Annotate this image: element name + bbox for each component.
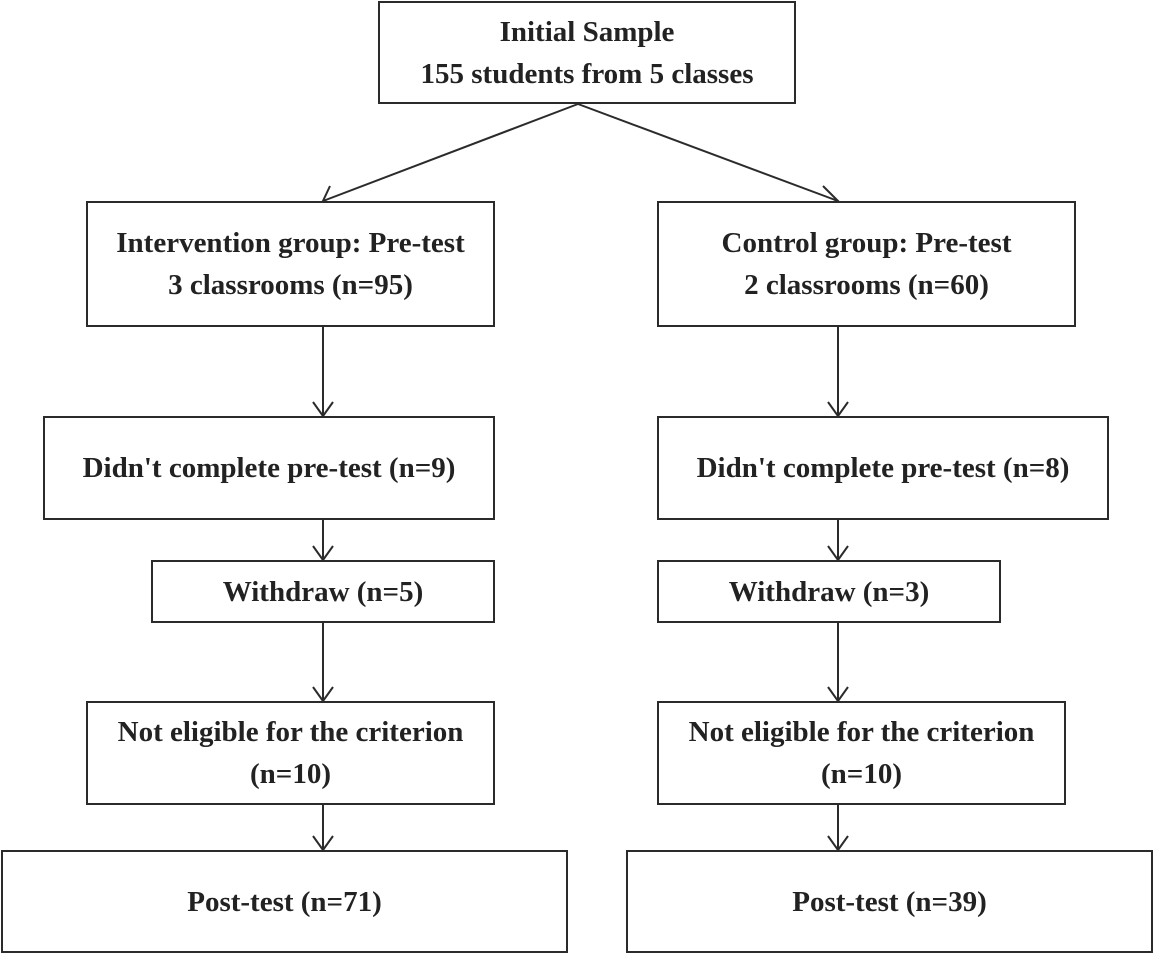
intervention-posttest-label: Post-test (n=71)	[187, 885, 382, 918]
control-withdraw-box: Withdraw (n=3)	[657, 560, 1001, 623]
intervention-incomplete-box: Didn't complete pre-test (n=9)	[43, 416, 495, 520]
intervention-incomplete-label: Didn't complete pre-test (n=9)	[82, 452, 456, 484]
intervention-not-eligible-title: Not eligible for the criterion	[117, 716, 464, 748]
control-incomplete-box: Didn't complete pre-test (n=8)	[657, 416, 1109, 520]
control-pretest-box: Control group: Pre-test 2 classrooms (n=…	[657, 201, 1076, 327]
intervention-pretest-title: Intervention group: Pre-test	[116, 227, 465, 259]
intervention-pretest-count: 3 classrooms (n=95)	[168, 269, 413, 301]
control-not-eligible-count: (n=10)	[821, 758, 902, 790]
intervention-withdraw-label: Withdraw (n=5)	[222, 575, 424, 608]
control-not-eligible-box: Not eligible for the criterion (n=10)	[657, 701, 1066, 805]
branch-arrow-left	[322, 103, 579, 202]
initial-sample-title: Initial Sample	[499, 15, 675, 48]
control-posttest-box: Post-test (n=39)	[626, 850, 1153, 953]
control-posttest-label: Post-test (n=39)	[792, 885, 987, 918]
intervention-pretest-box: Intervention group: Pre-test 3 classroom…	[86, 201, 495, 327]
control-withdraw-label: Withdraw (n=3)	[728, 575, 930, 608]
control-incomplete-label: Didn't complete pre-test (n=8)	[696, 452, 1070, 484]
intervention-posttest-box: Post-test (n=71)	[1, 850, 568, 953]
intervention-withdraw-box: Withdraw (n=5)	[151, 560, 495, 623]
intervention-not-eligible-box: Not eligible for the criterion (n=10)	[86, 701, 495, 805]
control-not-eligible-title: Not eligible for the criterion	[688, 716, 1035, 748]
intervention-not-eligible-count: (n=10)	[250, 758, 331, 790]
control-pretest-count: 2 classrooms (n=60)	[744, 269, 989, 301]
control-pretest-title: Control group: Pre-test	[721, 227, 1012, 259]
branch-arrow-right	[577, 103, 839, 202]
initial-sample-box: Initial Sample 155 students from 5 class…	[378, 1, 796, 104]
initial-sample-count: 155 students from 5 classes	[420, 57, 754, 90]
